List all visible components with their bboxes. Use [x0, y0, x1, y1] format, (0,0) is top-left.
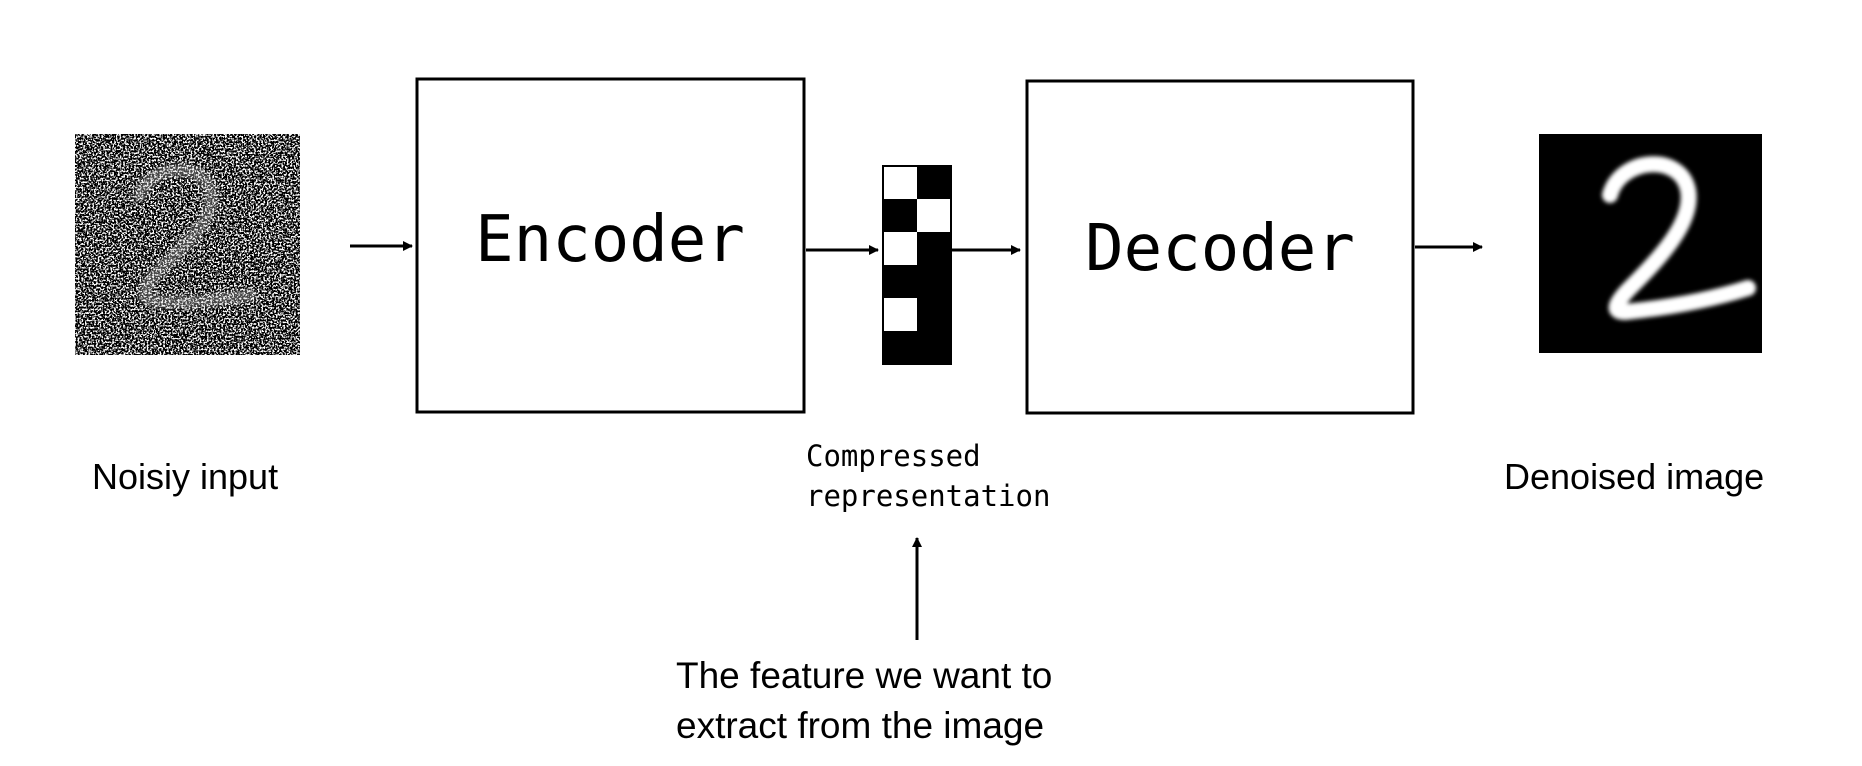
compressed-representation-grid: [882, 165, 952, 365]
latent-cell: [883, 199, 917, 232]
latent-cell: [917, 166, 951, 199]
latent-cell: [917, 199, 951, 232]
encoder-box: [415, 77, 806, 414]
denoised-image-label: Denoised image: [1504, 456, 1764, 497]
latent-grid-border: [882, 165, 952, 365]
latent-cell: [883, 232, 917, 265]
compressed-representation-label-line2: representation: [806, 479, 1050, 513]
latent-cell: [883, 166, 917, 199]
latent-cell: [917, 331, 951, 364]
latent-cell: [883, 331, 917, 364]
noisy-input-label: Noisiy input: [92, 456, 278, 497]
annotation-line1: The feature we want to: [676, 655, 1052, 696]
annotation-line2: extract from the image: [676, 705, 1044, 746]
latent-cell: [917, 265, 951, 298]
compressed-representation-label-line1: Compressed: [806, 439, 981, 473]
decoder-box: [1025, 79, 1415, 415]
latent-cell: [917, 232, 951, 265]
latent-cell: [883, 265, 917, 298]
denoised-output-image: [1539, 134, 1762, 353]
noisy-input-image: [75, 134, 300, 355]
encoder-label: Encoder: [475, 203, 745, 277]
decoder-label: Decoder: [1085, 212, 1355, 286]
latent-cell: [883, 298, 917, 331]
latent-cell: [917, 298, 951, 331]
